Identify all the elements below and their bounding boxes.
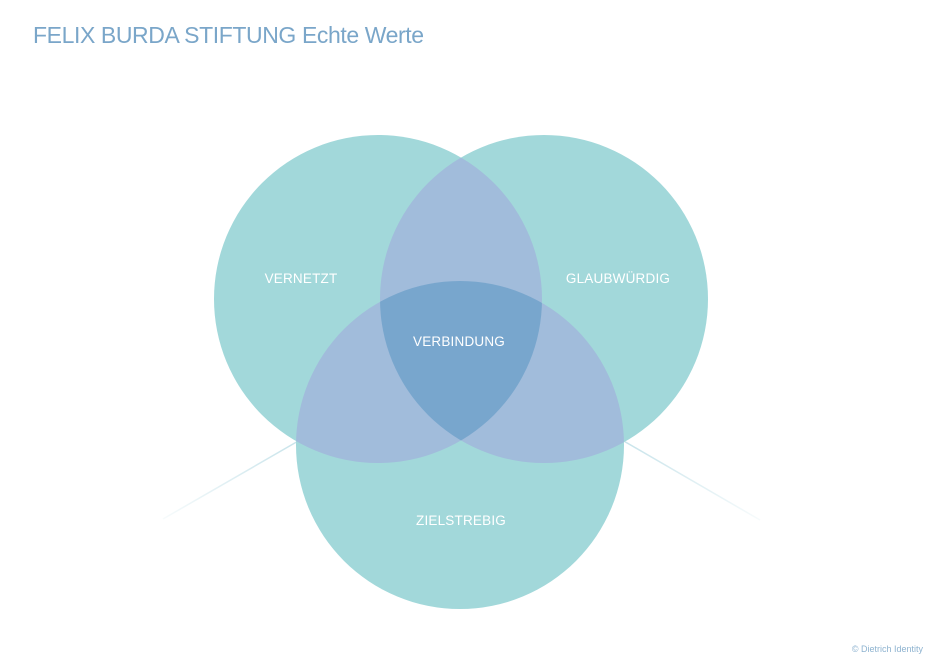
title-foundation-name: FELIX BURDA STIFTUNG bbox=[33, 22, 296, 48]
label-verbindung: VERBINDUNG bbox=[413, 334, 505, 349]
axis-line-right bbox=[621, 439, 761, 521]
page-title: FELIX BURDA STIFTUNG Echte Werte bbox=[33, 22, 424, 49]
copyright-notice: © Dietrich Identity bbox=[851, 644, 923, 654]
label-zielstrebig: ZIELSTREBIG bbox=[416, 513, 506, 528]
label-glaubwuerdig: GLAUBWÜRDIG bbox=[566, 271, 670, 286]
axis-line-left bbox=[162, 439, 301, 520]
title-subtitle: Echte Werte bbox=[301, 22, 424, 48]
label-vernetzt: VERNETZT bbox=[265, 271, 338, 286]
